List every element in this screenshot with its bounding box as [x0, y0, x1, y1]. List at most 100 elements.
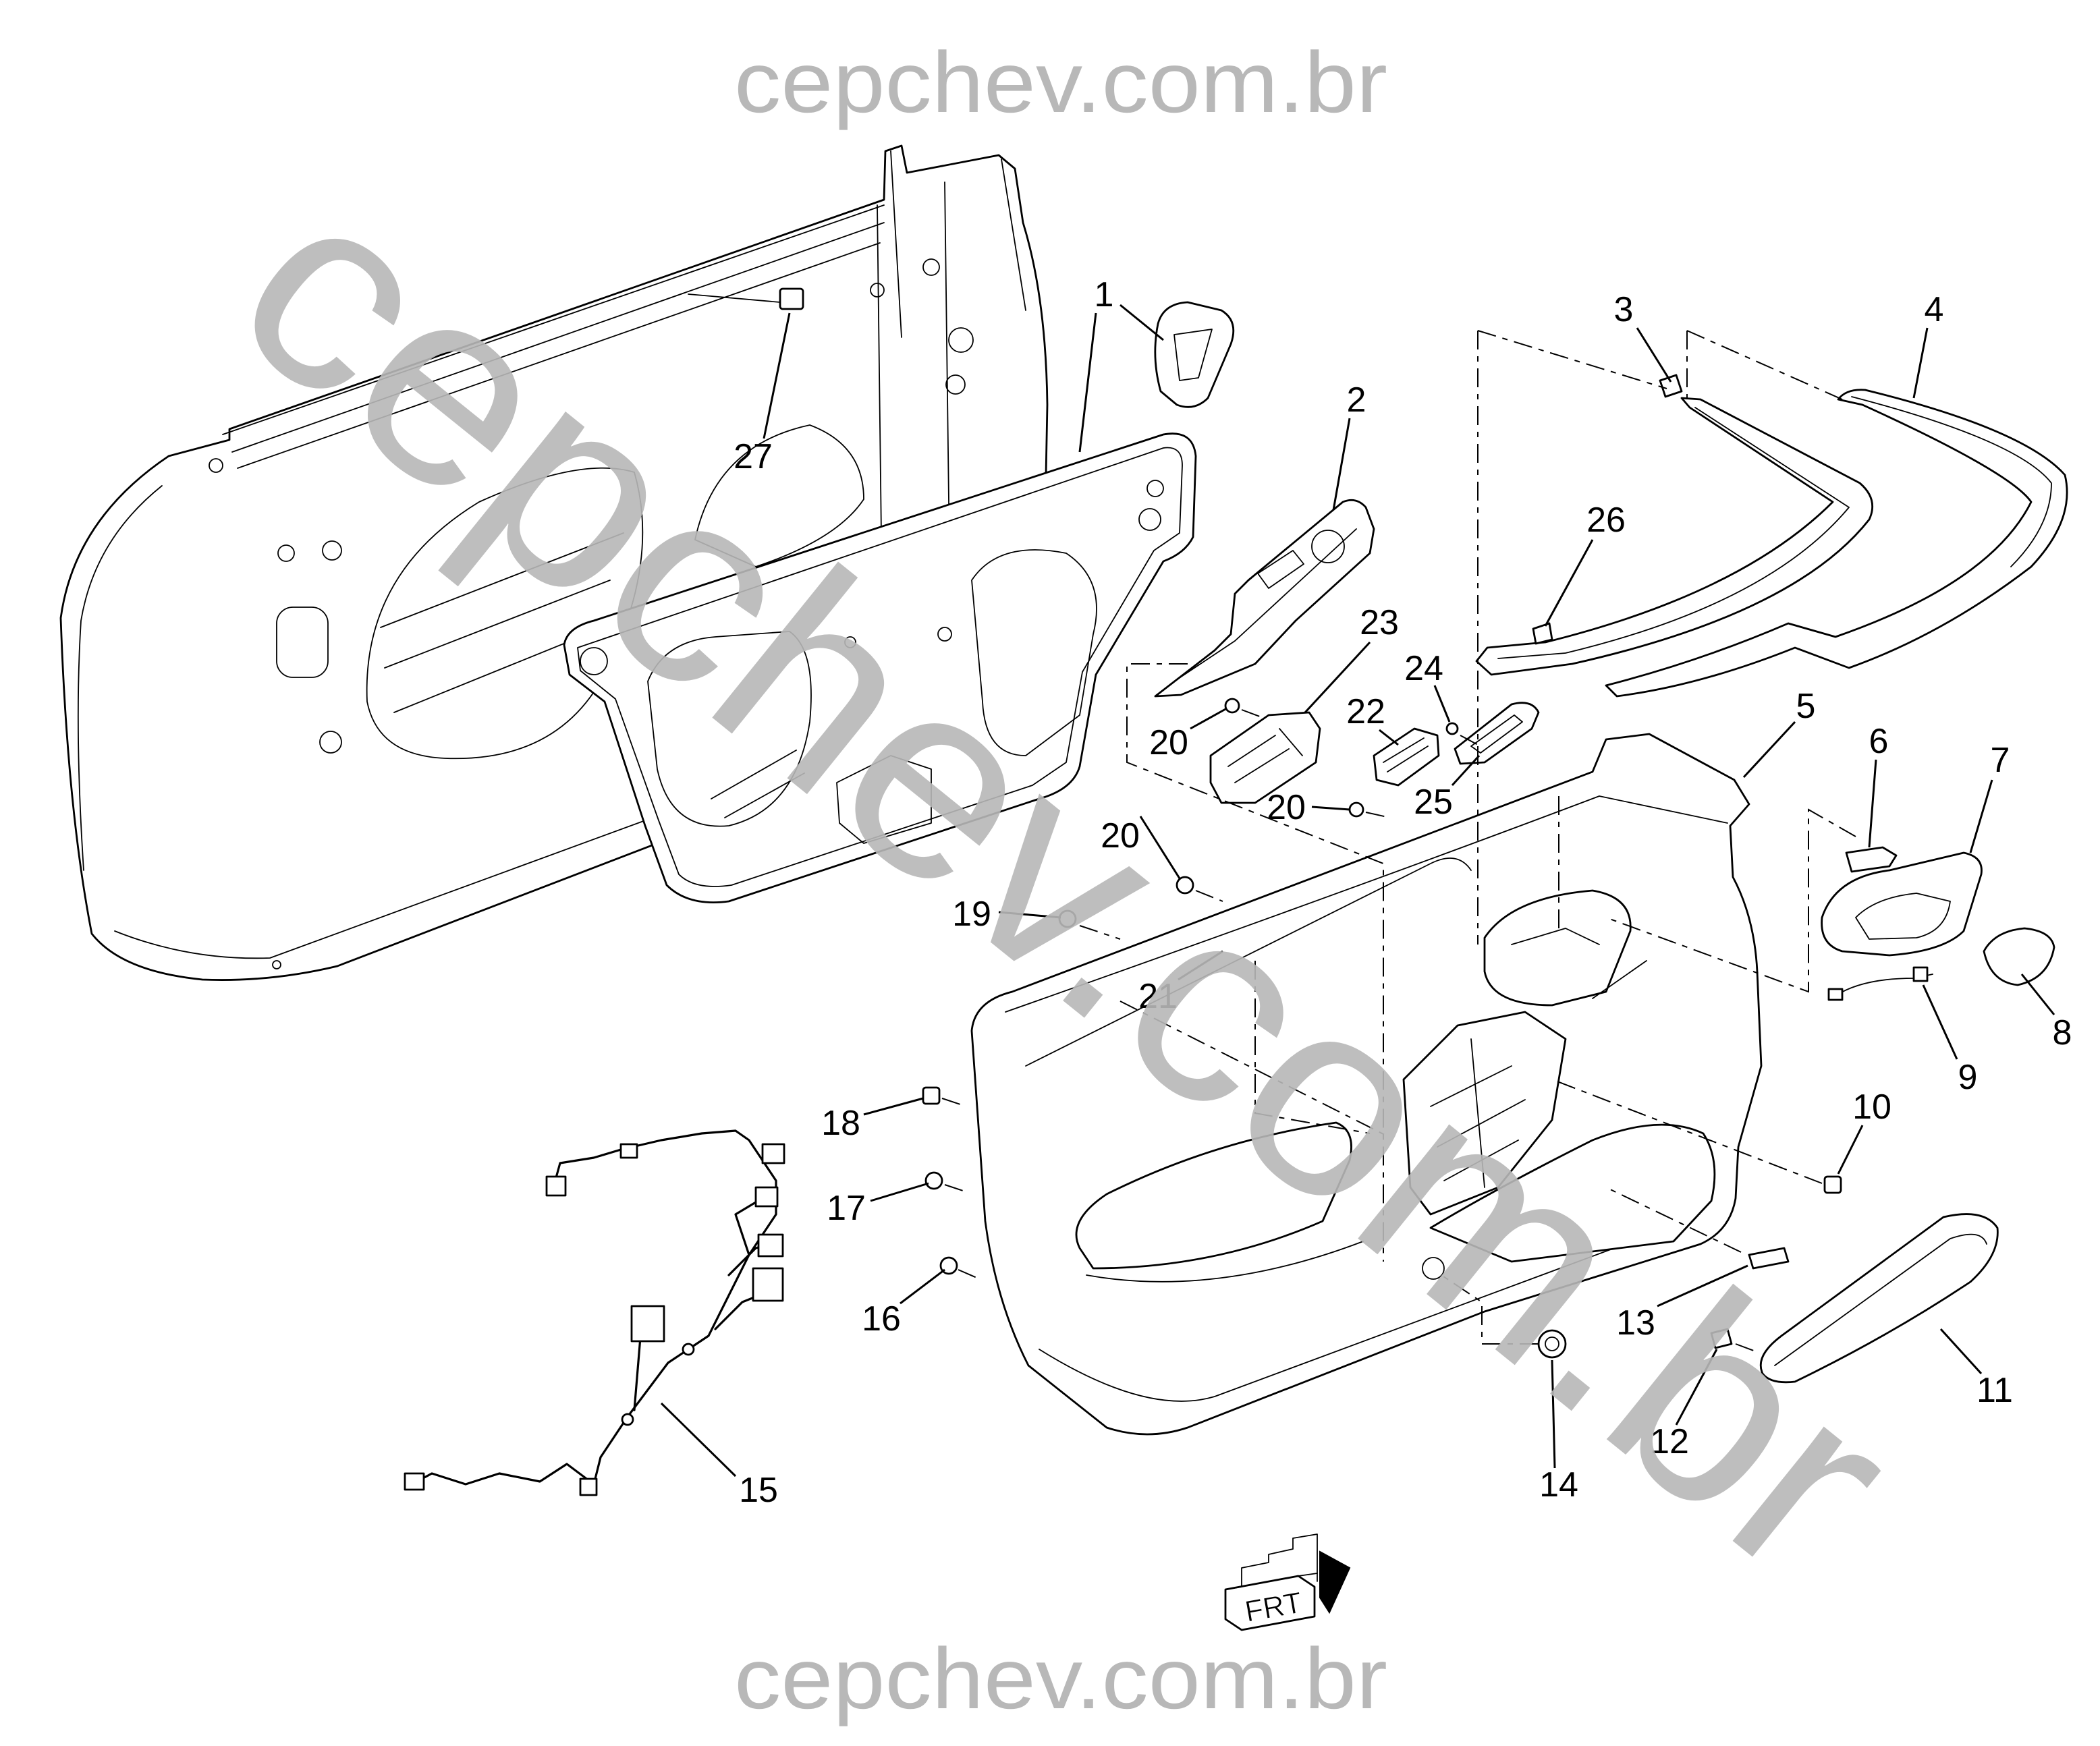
harness-connector-8	[545, 1175, 567, 1197]
trim-panel-armrest-edge	[1086, 1241, 1364, 1283]
leader-line-15	[660, 1402, 737, 1477]
callout-6: 6	[1869, 722, 1889, 761]
dash-handle-box	[1605, 808, 1856, 993]
door-hole-5	[945, 374, 966, 395]
clip-stem	[688, 293, 781, 303]
dash-switch-21	[1254, 961, 1371, 1134]
door-window-frame	[890, 150, 1026, 338]
switch-ribs	[1383, 737, 1429, 772]
dash-fastener-17	[944, 1184, 970, 1193]
door-hole-9	[272, 960, 281, 969]
harness-lead-connector-2	[1912, 966, 1929, 982]
callout-11: 11	[1977, 1371, 2013, 1410]
grommet-inner	[1173, 329, 1213, 381]
dash-fastener-16	[958, 1269, 980, 1280]
leader-lines	[660, 304, 2055, 1477]
frt-block-top	[1225, 1573, 1318, 1590]
leader-line-9	[1922, 984, 1958, 1060]
leader-line-25	[1451, 754, 1481, 787]
fastener-20-c	[1176, 876, 1194, 895]
part-23-window-switch	[1209, 711, 1321, 804]
water-deflector-seal	[577, 447, 1183, 887]
part-11-armrest-pad	[1759, 1213, 1999, 1384]
leader-line-23	[1304, 641, 1371, 714]
harness-clip-2	[621, 1413, 634, 1426]
callout-10: 10	[1852, 1088, 1891, 1127]
trim-panel-speaker-grille	[1429, 1123, 1716, 1263]
dash-grommet-14	[1441, 1274, 1539, 1345]
opening-stripe-3	[393, 633, 588, 713]
callout-2: 2	[1347, 381, 1366, 420]
callout-20a: 20	[1149, 723, 1188, 762]
water-deflector-hole-4	[937, 627, 952, 642]
callout-23: 23	[1360, 603, 1399, 642]
harness-connector-4	[752, 1267, 784, 1302]
harness-main-trunk	[410, 1129, 777, 1486]
part-25-bezel	[1454, 702, 1540, 765]
trim-panel-armrest-pocket	[1075, 1121, 1352, 1270]
dash-clip-10	[1551, 1079, 1823, 1184]
handle-bezel-inner	[1855, 893, 1951, 940]
part-5-door-trim-panel	[970, 733, 1763, 1436]
water-deflector-outline	[563, 432, 1197, 903]
switch-bezel-window	[1257, 550, 1304, 589]
dash-trim-inner	[1120, 1001, 1388, 1137]
callout-13: 13	[1616, 1303, 1655, 1343]
switch-bezel-outline	[1154, 499, 1375, 698]
armrest-pad-edge	[1774, 1233, 1987, 1366]
trim-panel-handle-cavity	[1483, 889, 1632, 1007]
door-main-opening	[366, 467, 644, 760]
callout-25: 25	[1414, 783, 1453, 822]
part-19-nut	[1058, 909, 1077, 928]
callout-16: 16	[862, 1299, 901, 1339]
callout-14: 14	[1539, 1465, 1578, 1504]
door-hole-1	[277, 544, 295, 562]
leader-line-14	[1551, 1359, 1556, 1469]
part-6-lock-switch	[1845, 846, 1898, 873]
leader-line-20b	[1311, 806, 1350, 811]
water-deflector	[563, 432, 1197, 903]
harness-connector-7	[761, 1143, 785, 1164]
leader-line-18	[863, 1097, 924, 1116]
part-9-harness-lead	[1827, 966, 1933, 1001]
switch-bezel-mirror-opening	[1311, 530, 1345, 563]
harness-connector-5	[757, 1233, 784, 1258]
harness-connector-6	[754, 1186, 779, 1208]
dash-fastener-20c	[1195, 890, 1223, 902]
harness-clip-1	[682, 1343, 695, 1356]
part-7-handle-bezel	[1821, 851, 1983, 957]
water-deflector-opening	[647, 631, 812, 827]
frt-block-steps	[1241, 1533, 1318, 1587]
assembly-dashed-lines	[941, 330, 1856, 1353]
part-12-clip	[1710, 1328, 1733, 1349]
garnish-outline	[1605, 389, 2068, 698]
fastener-20-a	[1224, 698, 1240, 714]
trim-panel-upper-ledge	[1005, 795, 1728, 1013]
opening-stripe-1	[380, 532, 624, 628]
dash-fastener-20b	[1365, 812, 1391, 818]
water-deflector-slot-2	[724, 772, 805, 818]
part-13-badge	[1748, 1247, 1790, 1270]
part-17-nut	[924, 1171, 943, 1190]
door-hole-6	[922, 258, 940, 276]
switch-outline	[1373, 727, 1440, 787]
callout-20c: 20	[1101, 816, 1140, 855]
water-deflector-pocket	[836, 755, 932, 844]
dash-badge-13	[1605, 1187, 1742, 1253]
door-hole-4	[948, 327, 974, 353]
leader-line-1a	[1120, 304, 1164, 341]
leader-line-8	[2020, 974, 2055, 1015]
leader-line-26	[1544, 539, 1594, 627]
leader-line-3	[1636, 327, 1672, 383]
dash-fastener-18	[941, 1098, 967, 1107]
leader-line-10	[1837, 1125, 1864, 1175]
trim-panel-mechanism-detail	[1430, 1038, 1526, 1188]
water-deflector-cavity	[971, 549, 1097, 756]
callout-21: 21	[1138, 977, 1178, 1016]
leader-line-19	[998, 911, 1061, 919]
door-hole-3	[319, 731, 342, 754]
callout-1: 1	[1095, 275, 1114, 314]
front-direction-marker: FRT	[1224, 1533, 1351, 1631]
grommet-14-inner	[1545, 1336, 1559, 1351]
harness-connector-2	[579, 1477, 598, 1496]
